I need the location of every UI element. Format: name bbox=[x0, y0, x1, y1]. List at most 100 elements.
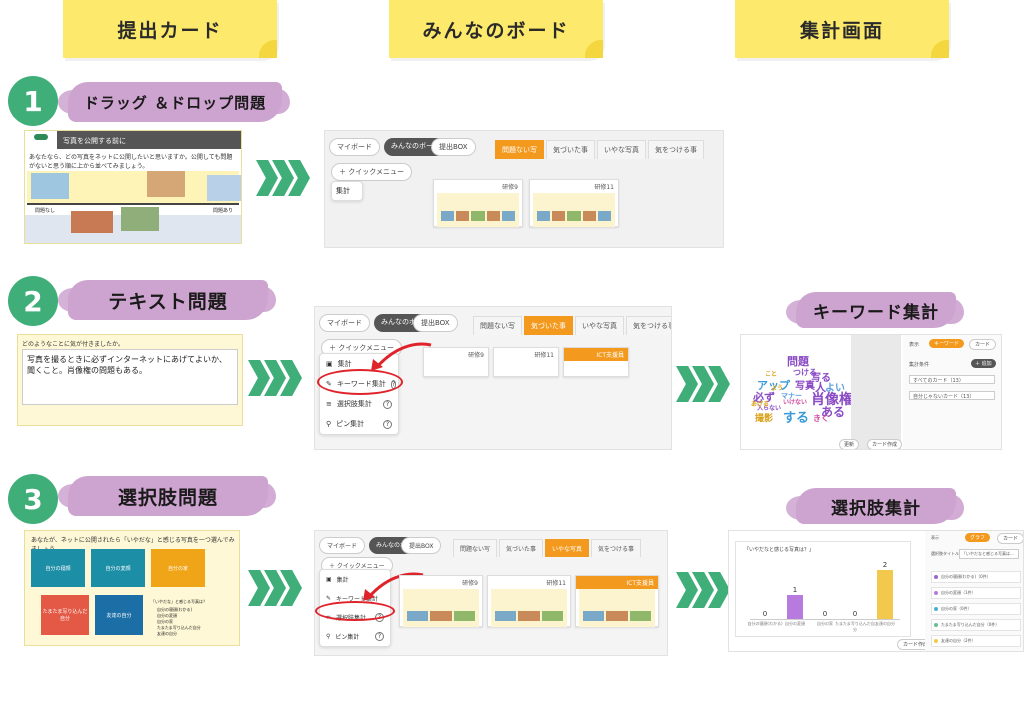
keyword-highlight-ring bbox=[317, 369, 403, 395]
card3-option-1[interactable]: 自分の変顔 bbox=[91, 549, 145, 587]
board2-card-3[interactable]: ICT支援員 bbox=[563, 347, 629, 377]
keyword-tab-card[interactable]: カード bbox=[969, 339, 997, 350]
board3-submit-box[interactable]: 提出BOX bbox=[401, 537, 442, 554]
board3-tab-2[interactable]: いやな写真 bbox=[545, 539, 590, 557]
keyword-condition-label: 集計条件 bbox=[909, 362, 930, 368]
board2-card-1[interactable]: 研修9 bbox=[423, 347, 489, 377]
word-17: こと bbox=[765, 371, 778, 378]
board3-card-1-name: 研修9 bbox=[462, 580, 478, 587]
card2-answer-box[interactable]: 写真を撮るときに必ずインターネットにあげてよいか、聞くこと。肖像権の問題もある。 bbox=[22, 349, 238, 405]
board2-submit-box[interactable]: 提出BOX bbox=[413, 314, 458, 332]
legend-swatch-0 bbox=[934, 575, 938, 579]
word-11: 撮影 bbox=[755, 414, 774, 424]
board3-menu-pin[interactable]: ⚲ピン集計? bbox=[320, 627, 390, 646]
choice-tab-card[interactable]: カード bbox=[997, 533, 1023, 544]
word-cloud: 問題 つける 写る 写真 人 よい アップ 肖像権 必ず ある する 撮影 いけ… bbox=[741, 335, 853, 449]
board2-tab-2[interactable]: いやな写真 bbox=[575, 316, 624, 335]
board2-menu-pin-label: ピン集計 bbox=[336, 420, 365, 428]
board3-my-board[interactable]: マイボード bbox=[319, 537, 366, 554]
step-3-label: 選択肢問題 bbox=[58, 476, 276, 516]
board1-card-2[interactable]: 研修11 bbox=[529, 179, 619, 227]
board2-card-2-name: 研修11 bbox=[534, 352, 554, 359]
board1-tab-1[interactable]: 気づいた事 bbox=[546, 140, 595, 159]
board1-card-2-name: 研修11 bbox=[594, 184, 614, 191]
help-icon[interactable]: ? bbox=[375, 632, 384, 641]
word-13: マナー bbox=[781, 392, 802, 400]
word-3: 写真 bbox=[795, 381, 815, 392]
chart-category-2: 自分の家 bbox=[817, 621, 833, 626]
card1-photo-5 bbox=[121, 207, 159, 231]
board1-tab-2[interactable]: いやな写真 bbox=[597, 140, 646, 159]
help-icon[interactable]: ? bbox=[383, 419, 392, 429]
board1-my-board[interactable]: マイボード bbox=[329, 138, 380, 156]
board1-tab-0[interactable]: 問題ない写 bbox=[495, 140, 544, 159]
word-16: あげる bbox=[751, 401, 770, 408]
card3-preview: あなたが、ネットに公開されたら「いやだな」と感じる写真を一つ選んでみましょう。 … bbox=[24, 530, 240, 646]
help-icon[interactable]: ? bbox=[383, 399, 392, 409]
legend-item-4[interactable]: 友達の自分（2件） bbox=[931, 635, 1021, 647]
legend-item-0[interactable]: 自分の寝顔(わかる)（0件） bbox=[931, 571, 1021, 583]
keyword-select-2[interactable]: 自分じゃないカード（13） bbox=[909, 391, 995, 400]
choice-result-label: 選択肢集計 bbox=[786, 488, 964, 524]
board2-card-2[interactable]: 研修11 bbox=[493, 347, 559, 377]
board3-menu-keyword-label: キーワード集計 bbox=[336, 596, 379, 603]
choice-display-label: 表示 bbox=[931, 535, 939, 540]
card3-option-0[interactable]: 自分の寝顔 bbox=[31, 549, 85, 587]
choice-select-title-label: 選択肢タイトル bbox=[931, 551, 959, 556]
board3-tab-0[interactable]: 問題ない写 bbox=[453, 539, 498, 557]
board2-menu-pin[interactable]: ⚲ピン集計? bbox=[320, 414, 398, 434]
keyword-tab-keyword[interactable]: キーワード bbox=[929, 339, 965, 348]
word-4: 人 bbox=[815, 381, 826, 394]
board2-tab-0[interactable]: 問題ない写 bbox=[473, 316, 522, 335]
board3-tab-1[interactable]: 気づいた事 bbox=[499, 539, 544, 557]
keyword-update-button[interactable]: 更新 bbox=[839, 439, 860, 449]
step-1-badge: 1 bbox=[8, 76, 58, 126]
legend-item-2[interactable]: 自分の家（0件） bbox=[931, 603, 1021, 615]
keyword-select-1[interactable]: すべてのカード（13） bbox=[909, 375, 995, 384]
board3-menu-aggregate[interactable]: ▣集計 bbox=[320, 570, 390, 589]
legend-item-3[interactable]: たまたま写り込んだ自分（0件） bbox=[931, 619, 1021, 631]
board1-aggregate[interactable]: 集計 bbox=[331, 181, 363, 201]
card1-question: あなたなら、どの写真をネットに公開したいと思いますか。公開しても問題がないと思う… bbox=[29, 154, 233, 170]
board1-submit-box[interactable]: 提出BOX bbox=[431, 138, 476, 156]
board3-menu-keyword[interactable]: ✎キーワード集計 bbox=[320, 589, 390, 608]
board3-panel: マイボード みんなのボード 提出BOX 問題ない写 気づいた事 いやな写真 気を… bbox=[314, 530, 668, 656]
board2-my-board[interactable]: マイボード bbox=[319, 314, 370, 332]
choice-tab-graph[interactable]: グラフ bbox=[965, 533, 991, 542]
board2-menu-choice[interactable]: ≡選択肢集計? bbox=[320, 394, 398, 414]
board2-card-1-name: 研修9 bbox=[468, 352, 484, 359]
chart-bar-value-2: 0 bbox=[822, 610, 828, 618]
keyword-add-button[interactable]: ＋ 追加 bbox=[971, 359, 996, 368]
board3-card-2[interactable]: 研修11 bbox=[487, 575, 571, 627]
card3-option-4[interactable]: 友達の自分 bbox=[95, 595, 143, 635]
step-3-label-text: 選択肢問題 bbox=[117, 486, 218, 509]
chart-bar-4 bbox=[877, 570, 893, 619]
choice-select-title[interactable]: 「いやだなと感じる写真は… bbox=[959, 549, 1019, 559]
card3-list-2: 自分の家 bbox=[157, 619, 173, 624]
card3-list-1: 自分の変顔 bbox=[157, 613, 177, 618]
card1-preview: 写真を公開する前に あなたなら、どの写真をネットに公開したいと思いますか。公開し… bbox=[24, 130, 242, 244]
board1-tab-3[interactable]: 気をつける事 bbox=[648, 140, 704, 159]
board3-card-1[interactable]: 研修9 bbox=[399, 575, 483, 627]
card1-photo-2 bbox=[147, 171, 185, 197]
card2-preview: どのようなことに気が付きましたか。 写真を撮るときに必ずインターネットにあげてよ… bbox=[17, 334, 243, 426]
board3-card-3[interactable]: ICT支援員 bbox=[575, 575, 659, 627]
column-heading-submission-card: 提出カード bbox=[63, 0, 277, 58]
column-heading-everyone-board: みんなのボード bbox=[389, 0, 603, 58]
keyword-create-card-button[interactable]: カード作成 bbox=[867, 439, 903, 449]
board2-tab-3[interactable]: 気をつける事 bbox=[626, 316, 671, 335]
choice-result-label-text: 選択肢集計 bbox=[831, 498, 921, 519]
board2-menu-aggregate[interactable]: ▣集計 bbox=[320, 354, 398, 374]
board1-quick-menu[interactable]: ＋ クイックメニュー bbox=[331, 163, 412, 181]
word-2: 写る bbox=[811, 373, 831, 384]
card3-option-3[interactable]: たまたま写り込んだ自分 bbox=[41, 595, 89, 635]
board2-tab-1[interactable]: 気づいた事 bbox=[524, 316, 573, 335]
legend-item-1[interactable]: 自分の変顔（1件） bbox=[931, 587, 1021, 599]
card3-option-2[interactable]: 自分の家 bbox=[151, 549, 205, 587]
step-2-label: テキスト問題 bbox=[58, 280, 276, 320]
board3-tab-3[interactable]: 気をつける事 bbox=[591, 539, 642, 557]
word-6: アップ bbox=[757, 379, 790, 392]
keyword-result-panel: 問題 つける 写る 写真 人 よい アップ 肖像権 必ず ある する 撮影 いけ… bbox=[740, 334, 1002, 450]
board1-card-1[interactable]: 研修9 bbox=[433, 179, 523, 227]
chart-category-4: 友達の自分 bbox=[875, 621, 895, 626]
